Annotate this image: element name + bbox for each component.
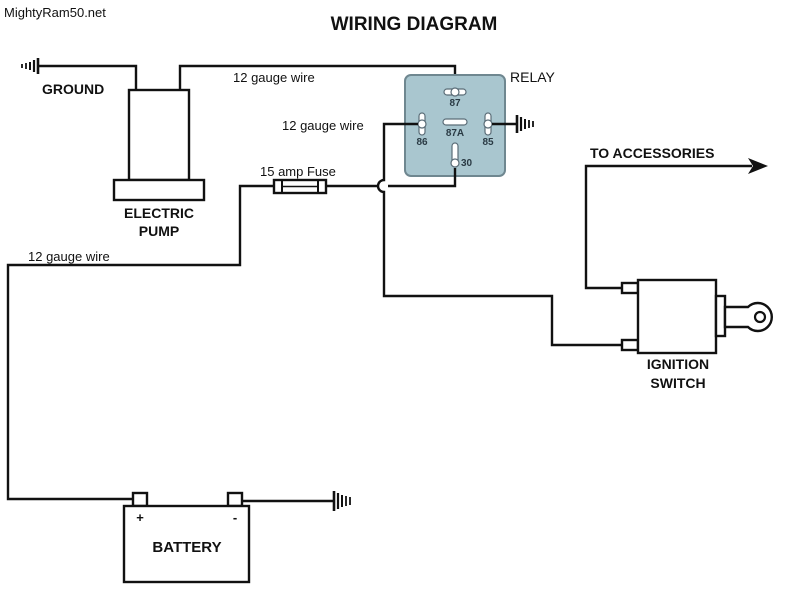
relay-label: RELAY — [510, 69, 556, 85]
battery — [122, 491, 251, 584]
fuse-to-battery-wire — [6, 184, 274, 501]
ground-wire — [38, 64, 138, 90]
accessories-wire — [584, 164, 752, 290]
pump-label-line1: ELECTRIC — [124, 205, 194, 221]
watermark: MightyRam50.net — [4, 5, 106, 20]
ground-icon — [21, 58, 40, 74]
ignition-key-tab — [723, 301, 773, 333]
relay-pin-87a — [442, 118, 468, 126]
fuse — [272, 178, 328, 195]
diagram-title: WIRING DIAGRAM — [331, 14, 498, 35]
fuse-label: 15 amp Fuse — [260, 164, 336, 179]
ignition-body — [636, 278, 718, 355]
ignition-terminal-top — [620, 281, 640, 295]
ignition-key-hole — [753, 310, 767, 324]
ignition-terminal-bottom — [620, 338, 640, 352]
pin-label-87: 87 — [449, 98, 461, 109]
wire-label-left: 12 gauge wire — [28, 249, 110, 264]
battery-terminal-positive — [131, 491, 149, 508]
pin-label-30: 30 — [461, 158, 473, 169]
battery-negative-label: - — [233, 510, 237, 525]
pump-body — [127, 88, 191, 182]
ignition-label-line2: SWITCH — [650, 375, 705, 391]
ground-icon — [515, 115, 534, 133]
relay-86-to-ignition-wire — [376, 122, 622, 347]
relay-30-wire — [388, 168, 457, 188]
battery-terminal-negative — [226, 491, 244, 508]
accessories-label: TO ACCESSORIES — [590, 145, 714, 161]
arrow-right-icon — [748, 158, 768, 174]
pin-label-86: 86 — [416, 137, 428, 148]
electric-pump — [112, 88, 206, 202]
pin-label-85: 85 — [482, 137, 494, 148]
ignition-collar — [714, 294, 727, 338]
relay: 87 86 87A 85 30 — [404, 74, 506, 177]
ignition-label-line1: IGNITION — [647, 356, 709, 372]
battery-positive-label: + — [136, 510, 144, 525]
battery-label: BATTERY — [152, 539, 221, 556]
ground-label: GROUND — [42, 81, 104, 97]
ignition-switch — [620, 278, 773, 355]
pump-base — [112, 178, 206, 202]
wire-label-86: 12 gauge wire — [282, 118, 364, 133]
battery-body — [122, 504, 251, 584]
wire-label-top: 12 gauge wire — [233, 70, 315, 85]
pin-label-87a: 87A — [446, 128, 464, 139]
ground-icon — [332, 491, 351, 511]
pump-label-line2: PUMP — [139, 223, 179, 239]
